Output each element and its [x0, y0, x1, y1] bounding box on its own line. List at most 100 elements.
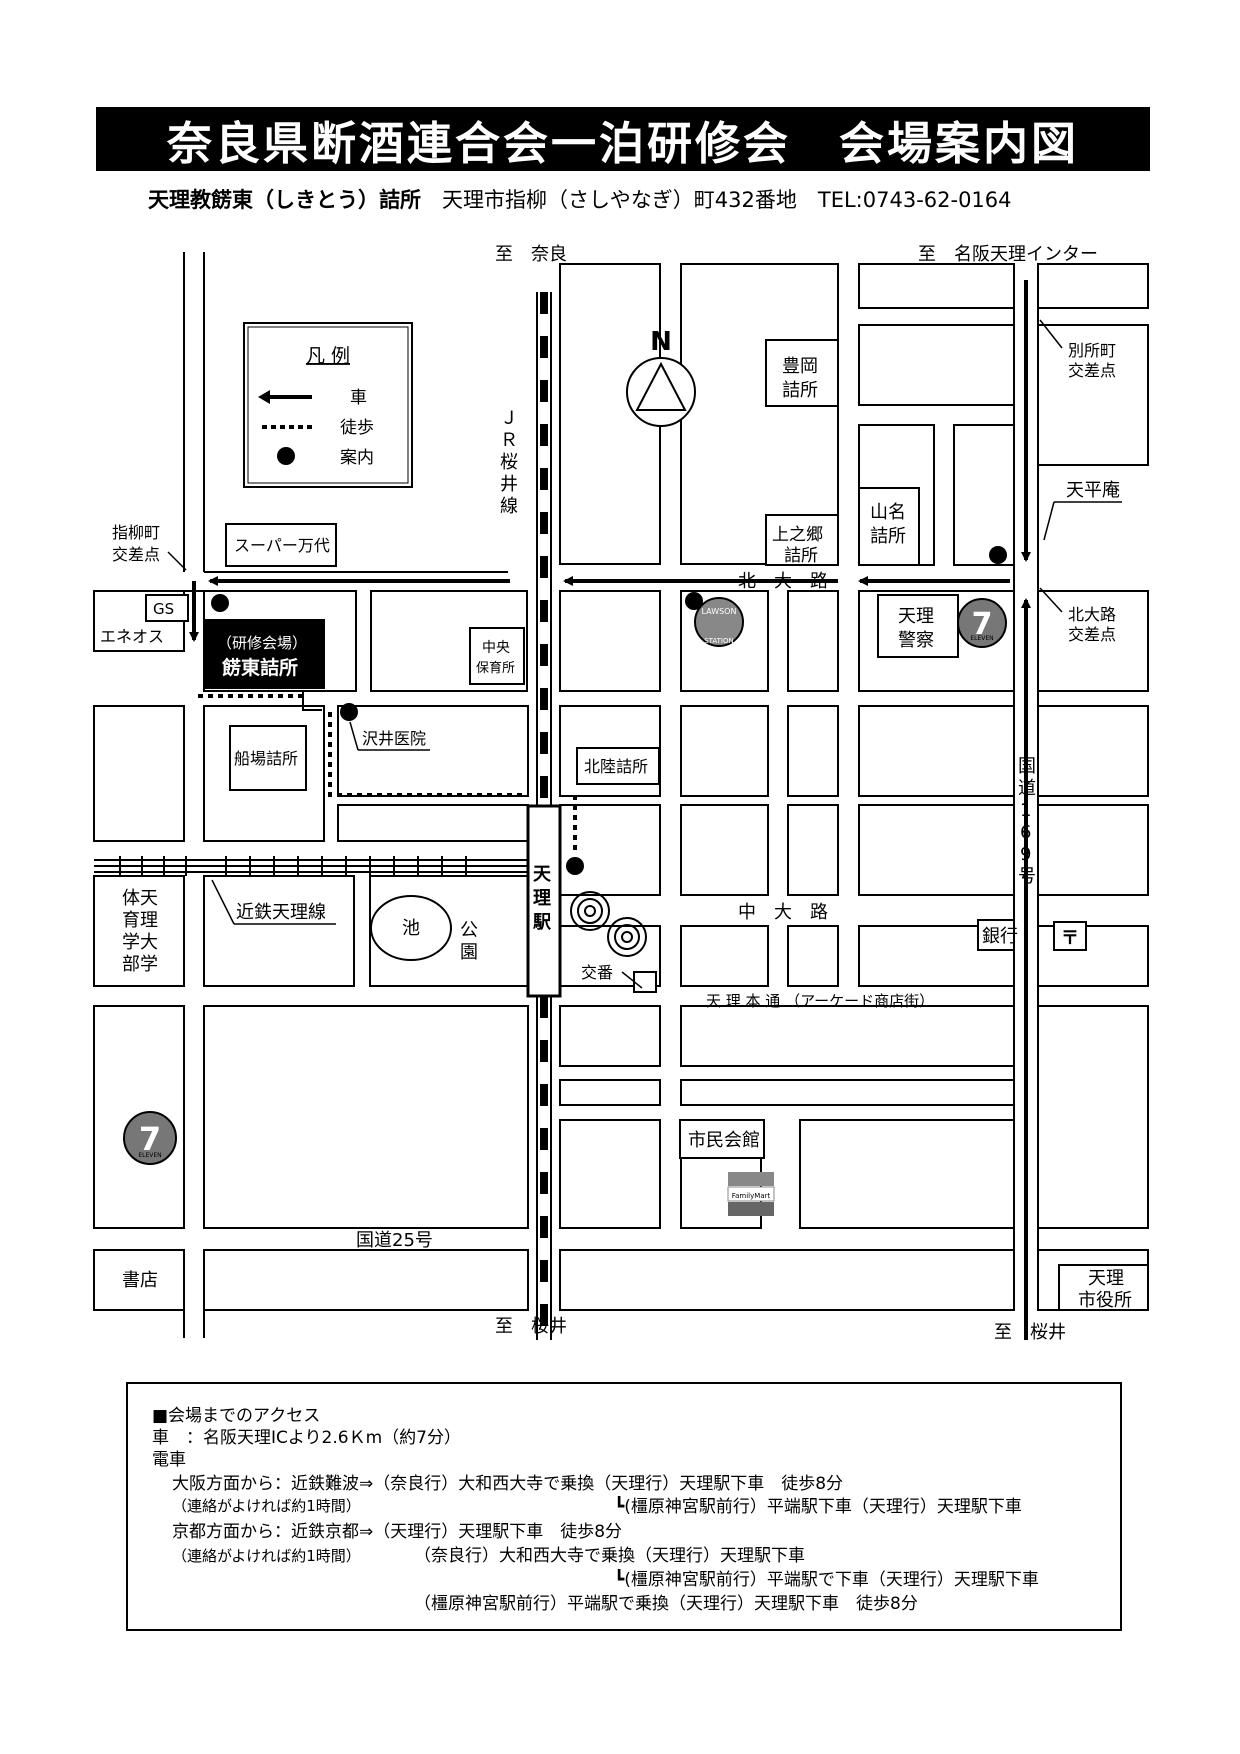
label-to-nara: 至 奈良 [495, 244, 567, 265]
access-kyoto: 京都方面から：近鉄京都⇒（天理行）天理駅下車 徒歩8分 [172, 1522, 623, 1542]
venue-address: 天理市指柳（さしやなぎ）町432番地 [442, 188, 797, 212]
label-shimin-kaikan: 市民会館 [688, 1130, 760, 1151]
label-kaminogo-1: 上之郷 [772, 525, 823, 545]
access-osaka: 大阪方面から：近鉄難波⇒（奈良行）大和西大寺で乗換（天理行）天理駅下車 徒歩8分 [172, 1474, 844, 1494]
label-arcade: 天 理 本 通 （アーケード商店街） [706, 992, 934, 1010]
access-osaka-alt: ┗(橿原神宮駅前行）平端駅下車（天理行）天理駅下車 [614, 1497, 1022, 1517]
label-pond: 池 [402, 918, 420, 939]
label-venue-1: （研修会場） [217, 634, 307, 652]
buildings [145, 339, 1149, 1311]
label-to-sakurai-right: 至 桜井 [994, 1322, 1066, 1343]
legend-label-walk: 徒歩 [340, 418, 374, 438]
legend-dot-icon [277, 447, 295, 465]
label-bookstore: 書店 [122, 1270, 158, 1291]
walking-route [198, 694, 577, 850]
venue-tel: TEL:0743-62-0164 [817, 188, 1012, 212]
label-jr-1: Ｊ [500, 408, 518, 429]
access-kyoto-alt2-text: (橿原神宮駅前行）平端駅で下車（天理行）天理駅下車 [624, 1570, 1039, 1590]
label-park-2: 園 [460, 942, 478, 963]
page-title: 奈良県断酒連合会一泊研修会 会場案内図 [96, 107, 1150, 171]
label-route169-3: 1 [1020, 800, 1031, 821]
access-kyoto-note: （連絡がよければ約1時間） [172, 1547, 361, 1565]
label-kitaoji-crossing-1: 北大路 [1068, 605, 1116, 624]
entrance-marker [302, 691, 322, 711]
svg-text:7: 7 [139, 1120, 161, 1158]
label-hokuriku: 北陸詰所 [584, 757, 648, 776]
label-sashiyanagi-1: 指柳町 [112, 523, 160, 542]
familymart-logo-text: FamilyMart [732, 1192, 771, 1200]
label-univ-2: 育理 [122, 910, 158, 931]
access-train: 電車 [152, 1450, 186, 1470]
venue-name: 天理教餝東（しきとう）詰所 [148, 188, 421, 212]
label-bank: 銀行 [982, 926, 1018, 947]
north-compass-icon: N [626, 327, 696, 427]
label-to-meihan: 至 名阪天理インター [918, 244, 1098, 265]
label-route25: 国道25号 [356, 1230, 433, 1251]
label-tenri-station-2: 理 [533, 888, 551, 909]
legend-title: 凡 例 [306, 345, 350, 367]
label-gs: GS [153, 600, 174, 618]
label-jr-3: 桜 [500, 452, 518, 473]
branch-icon: ┗ [614, 1497, 625, 1517]
car-routes [189, 280, 1031, 1340]
label-tenri-station-1: 天 [533, 864, 552, 885]
label-city-hall-2: 市役所 [1078, 1290, 1132, 1311]
access-kyoto-alt2: ┗(橿原神宮駅前行）平端駅で下車（天理行）天理駅下車 [614, 1570, 1039, 1590]
label-funaba: 船場詰所 [234, 749, 298, 768]
access-osaka-note: （連絡がよければ約1時間） [172, 1497, 361, 1515]
label-yamana-1: 山名 [870, 502, 906, 523]
access-osaka-alt-text: (橿原神宮駅前行）平端駅下車（天理行）天理駅下車 [624, 1497, 1022, 1517]
label-kintetsu-line: 近鉄天理線 [236, 902, 326, 923]
label-univ-4: 部学 [122, 954, 158, 975]
seven-eleven-icon-south: 7 ELEVEN [123, 1111, 177, 1165]
label-post-mark: 〒 [1061, 928, 1079, 949]
compass-label: N [650, 327, 672, 357]
guide-dots [211, 546, 1007, 875]
label-sawai-clinic: 沢井医院 [362, 729, 426, 748]
eleven-logo-text-north: ELEVEN [970, 635, 993, 642]
svg-text:7: 7 [972, 607, 993, 642]
label-tenri-station-3: 駅 [532, 912, 552, 933]
branch-icon: ┗ [614, 1570, 625, 1590]
label-supermarket: スーパー万代 [234, 536, 330, 555]
familymart-icon: FamilyMart [727, 1172, 775, 1216]
label-route169-5: 9 [1020, 844, 1031, 865]
label-route169-4: 6 [1020, 822, 1031, 843]
seven-eleven-icon-north: 7 ELEVEN [957, 598, 1007, 648]
label-route169-1: 国 [1018, 756, 1036, 777]
label-to-sakurai-left: 至 桜井 [495, 1316, 567, 1337]
access-kyoto-alt3: （橿原神宮駅前行）平端駅で乗換（天理行）天理駅下車 徒歩8分 [414, 1594, 918, 1614]
label-route169-2: 道 [1018, 778, 1036, 799]
label-beppu-1: 別所町 [1068, 341, 1116, 360]
label-univ-3: 学大 [122, 932, 158, 953]
label-chuo-hoiku-1: 中央 [482, 640, 510, 656]
lawson-icon: LAWSON STATION [694, 597, 744, 647]
eleven-logo-text-south: ELEVEN [138, 1152, 161, 1159]
kintetsu-ticks [119, 856, 467, 876]
label-jr-5: 線 [500, 496, 518, 517]
route-169-road [1013, 264, 1039, 1310]
label-kitaoji-crossing-2: 交差点 [1068, 625, 1116, 644]
station-circles [570, 891, 647, 957]
label-city-hall-1: 天理 [1088, 1268, 1124, 1289]
label-kitaoji-road: 北 大 路 [738, 571, 828, 592]
venue-info: 天理教餝東（しきとう）詰所 天理市指柳（さしやなぎ）町432番地 TEL:074… [148, 184, 1012, 214]
label-koban: 交番 [581, 963, 613, 982]
access-info-box: ■会場までのアクセス 車 ：名阪天理ICより2.6Ｋm（約7分） 電車 大阪方面… [126, 1382, 1122, 1631]
jr-railway [536, 292, 552, 1340]
label-route169-6: 号 [1018, 866, 1036, 887]
label-beppu-2: 交差点 [1068, 361, 1116, 380]
label-chuo-hoiku-2: 保育所 [476, 660, 515, 676]
map-labels: 至 奈良 至 名阪天理インター 至 桜井 至 桜井 Ｊ Ｒ 桜 井 線 別所町 … [100, 244, 1132, 1343]
road-grid [93, 252, 1149, 1338]
access-title: ■会場までのアクセス [152, 1406, 321, 1426]
lawson-logo-text: LAWSON [702, 607, 737, 616]
legend-label-guide: 案内 [340, 448, 374, 468]
label-jr-4: 井 [500, 474, 518, 495]
label-univ-1: 体天 [122, 888, 158, 909]
label-eneos: エネオス [100, 627, 164, 646]
label-toyooka-1: 豊岡 [782, 356, 818, 377]
legend-label-car: 車 [350, 388, 367, 408]
label-sashiyanagi-2: 交差点 [112, 545, 160, 564]
